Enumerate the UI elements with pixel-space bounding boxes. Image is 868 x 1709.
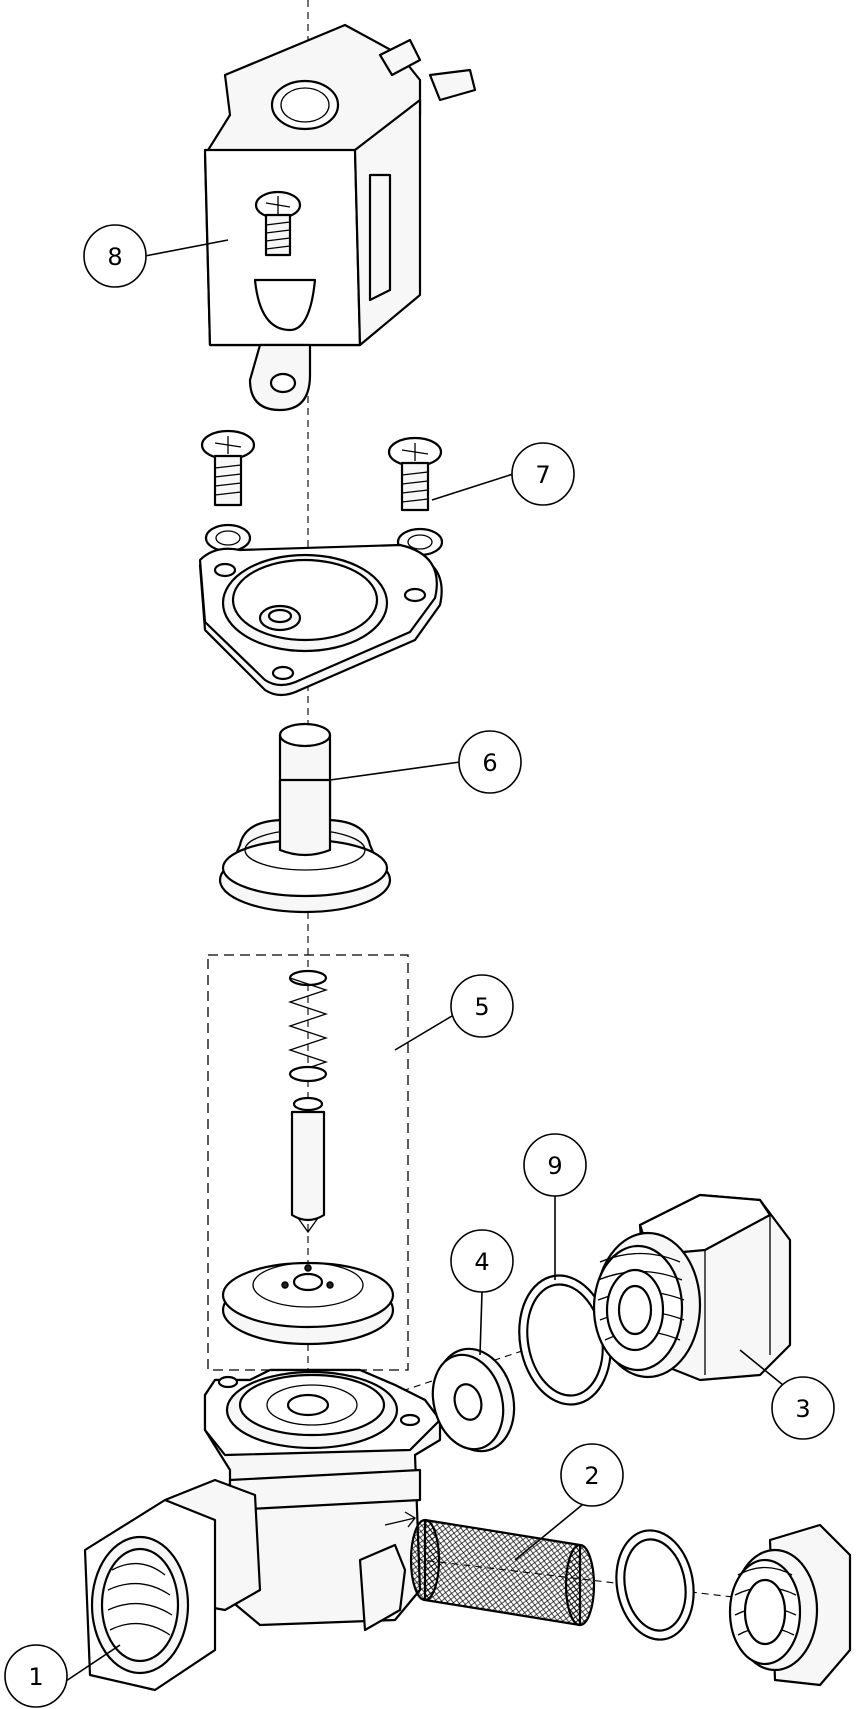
seal-ring (431, 1347, 516, 1453)
callout-2-label: 2 (584, 1462, 599, 1490)
callout-9: 9 (523, 1133, 587, 1197)
spring-core-disc (221, 969, 395, 1346)
leader-lines (59, 239, 784, 1686)
plunger-tube-assembly (218, 722, 392, 914)
callout-6: 6 (458, 730, 522, 794)
screws-and-washers (200, 429, 444, 557)
callout-7: 7 (511, 442, 575, 506)
callout-6-label: 6 (482, 749, 497, 777)
callout-7-label: 7 (535, 461, 550, 489)
filter-screen (409, 1518, 596, 1627)
callout-8: 8 (83, 224, 147, 288)
outlet-nut (592, 1193, 792, 1382)
callout-4: 4 (450, 1229, 514, 1293)
callout-1: 1 (4, 1644, 68, 1708)
filter-gasket-and-plug (615, 1523, 852, 1687)
callout-5-label: 5 (474, 993, 489, 1021)
callout-3: 3 (771, 1376, 835, 1440)
group-5-box (207, 954, 409, 1371)
callout-8-label: 8 (107, 243, 122, 271)
callout-9-label: 9 (547, 1152, 562, 1180)
callout-4-label: 4 (474, 1248, 489, 1276)
cover-plate (198, 543, 443, 697)
valve-body (83, 1368, 442, 1692)
solenoid-coil (203, 23, 477, 412)
callout-3-label: 3 (795, 1395, 810, 1423)
callout-5: 5 (450, 974, 514, 1038)
filter-axis (379, 1554, 801, 1606)
callout-2: 2 (560, 1443, 624, 1507)
callout-1-label: 1 (28, 1663, 43, 1691)
flat-gasket (518, 1274, 612, 1406)
